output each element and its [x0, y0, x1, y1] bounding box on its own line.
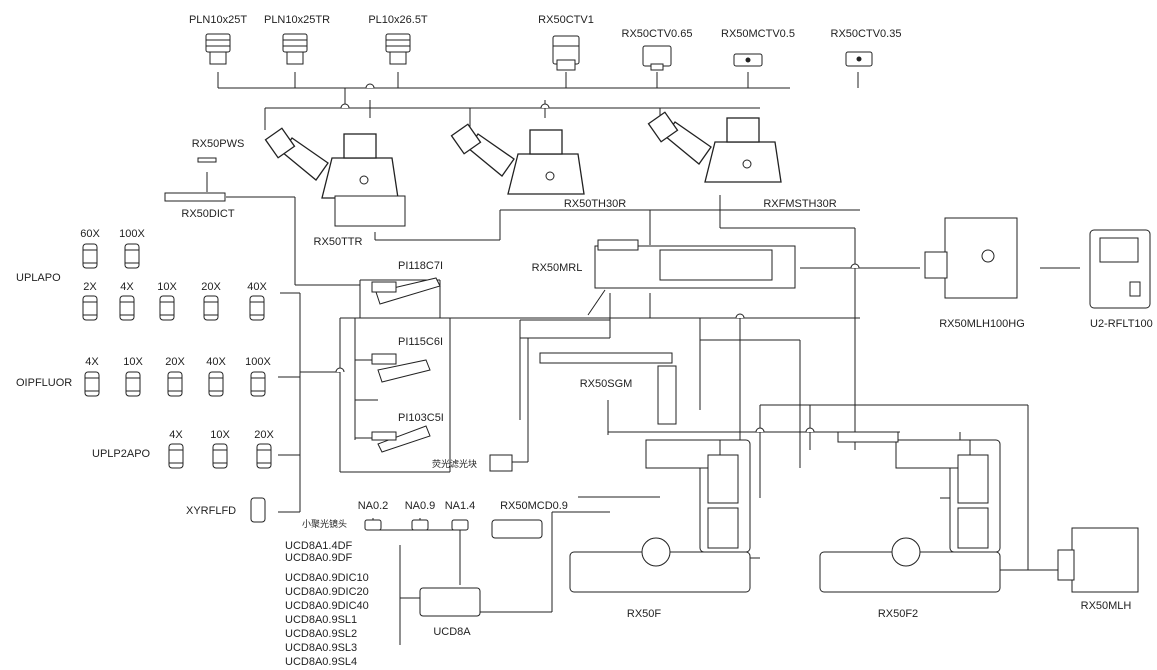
label-ucd-2: UCD8A0.9DF	[285, 552, 352, 564]
mlh-part	[1058, 528, 1138, 592]
label-uplapo-1: 2X	[83, 281, 96, 293]
label-oipfluor-5: 100X	[245, 356, 271, 368]
label-eyepiece-3: PL10x26.5T	[368, 14, 427, 26]
label-ucd-7: UCD8A0.9SL2	[285, 628, 357, 640]
nosepiece-icons	[372, 278, 440, 452]
label-mlh: RX50MLH	[1081, 600, 1132, 612]
label-nosepiece-1: PI118C7I	[398, 260, 443, 272]
head-rxfmsth30r	[648, 112, 781, 182]
dict-part	[165, 193, 225, 201]
ctv065-adapter	[643, 46, 671, 70]
label-oipfluor: OIPFLUOR	[16, 377, 72, 389]
label-mctv05: RX50MCTV0.5	[721, 28, 795, 40]
label-uplapo-4: 20X	[201, 281, 221, 293]
label-uplp2apo-3: 20X	[254, 429, 274, 441]
head-rx50th30r	[451, 124, 584, 194]
label-ucd-8: UCD8A0.9SL3	[285, 642, 357, 654]
label-ucd-9: UCD8A0.9SL4	[285, 656, 357, 668]
label-fluor-block: 荧光滤光块	[432, 458, 477, 470]
label-uplp2apo-2: 10X	[210, 429, 230, 441]
label-uplapo-top-2: 100X	[119, 228, 145, 240]
eyepiece-pl10x26.5t	[386, 34, 410, 64]
stand-rx50f	[570, 440, 750, 592]
ctv035-adapter	[846, 52, 872, 66]
pws-part	[198, 158, 216, 162]
label-ucd-5: UCD8A0.9DIC40	[285, 600, 369, 612]
eyepiece-pln10x25t	[206, 34, 230, 64]
label-mini-condenser: 小聚光镜头	[302, 518, 347, 530]
stand-rx50f2	[820, 432, 1000, 592]
ctv1-adapter	[553, 36, 579, 70]
label-ctv035: RX50CTV0.35	[831, 28, 902, 40]
label-uplp2apo-1: 4X	[169, 429, 182, 441]
label-ucd-1: UCD8A1.4DF	[285, 540, 352, 552]
label-mrl: RX50MRL	[532, 262, 583, 274]
label-head-th30r: RX50TH30R	[564, 198, 626, 210]
mrl-part	[588, 240, 795, 315]
fluor-block-part	[490, 455, 512, 471]
label-ucd: UCD8A	[433, 626, 470, 638]
label-oipfluor-3: 20X	[165, 356, 185, 368]
label-eyepiece-2: PLN10x25TR	[264, 14, 330, 26]
label-head-ttr: RX50TTR	[314, 236, 363, 248]
label-na14: NA1.4	[445, 500, 476, 512]
head-rx50ttr	[265, 128, 398, 198]
label-ucd-4: UCD8A0.9DIC20	[285, 586, 369, 598]
label-oipfluor-2: 10X	[123, 356, 143, 368]
label-stand-2: RX50F2	[878, 608, 918, 620]
mctv05-adapter	[734, 54, 762, 66]
power-supply-part	[1090, 230, 1150, 308]
eyepiece-pln10x25tr	[283, 34, 307, 64]
label-ucd-3: UCD8A0.9DIC10	[285, 572, 369, 584]
label-ctv1: RX50CTV1	[538, 14, 594, 26]
label-lamphouse: RX50MLH100HG	[939, 318, 1025, 330]
lamphouse-part	[925, 218, 1017, 298]
label-mcd: RX50MCD0.9	[500, 500, 568, 512]
label-stand-1: RX50F	[627, 608, 661, 620]
label-oipfluor-1: 4X	[85, 356, 98, 368]
label-uplapo-2: 4X	[120, 281, 133, 293]
label-uplapo-5: 40X	[247, 281, 267, 293]
label-nosepiece-3: PI103C5I	[398, 412, 444, 424]
label-na02: NA0.2	[358, 500, 389, 512]
label-eyepiece-1: PLN10x25T	[189, 14, 247, 26]
label-ucd-6: UCD8A0.9SL1	[285, 614, 357, 626]
label-oipfluor-4: 40X	[206, 356, 226, 368]
label-head-fmsth30r: RXFMSTH30R	[763, 198, 836, 210]
label-nosepiece-2: PI115C6I	[398, 336, 443, 348]
label-uplapo-top-1: 60X	[80, 228, 100, 240]
label-dict: RX50DICT	[181, 208, 234, 220]
label-xyrflfd: XYRFLFD	[186, 505, 236, 517]
label-uplapo: UPLAPO	[16, 272, 61, 284]
label-stage: RX50SGM	[580, 378, 633, 390]
label-uplapo-3: 10X	[157, 281, 177, 293]
label-na09: NA0.9	[405, 500, 436, 512]
label-power-supply: U2-RFLT100	[1090, 318, 1153, 330]
label-ctv065: RX50CTV0.65	[622, 28, 693, 40]
label-pws: RX50PWS	[192, 138, 245, 150]
condenser-icons	[365, 520, 542, 616]
label-uplp2apo: UPLP2APO	[92, 448, 150, 460]
